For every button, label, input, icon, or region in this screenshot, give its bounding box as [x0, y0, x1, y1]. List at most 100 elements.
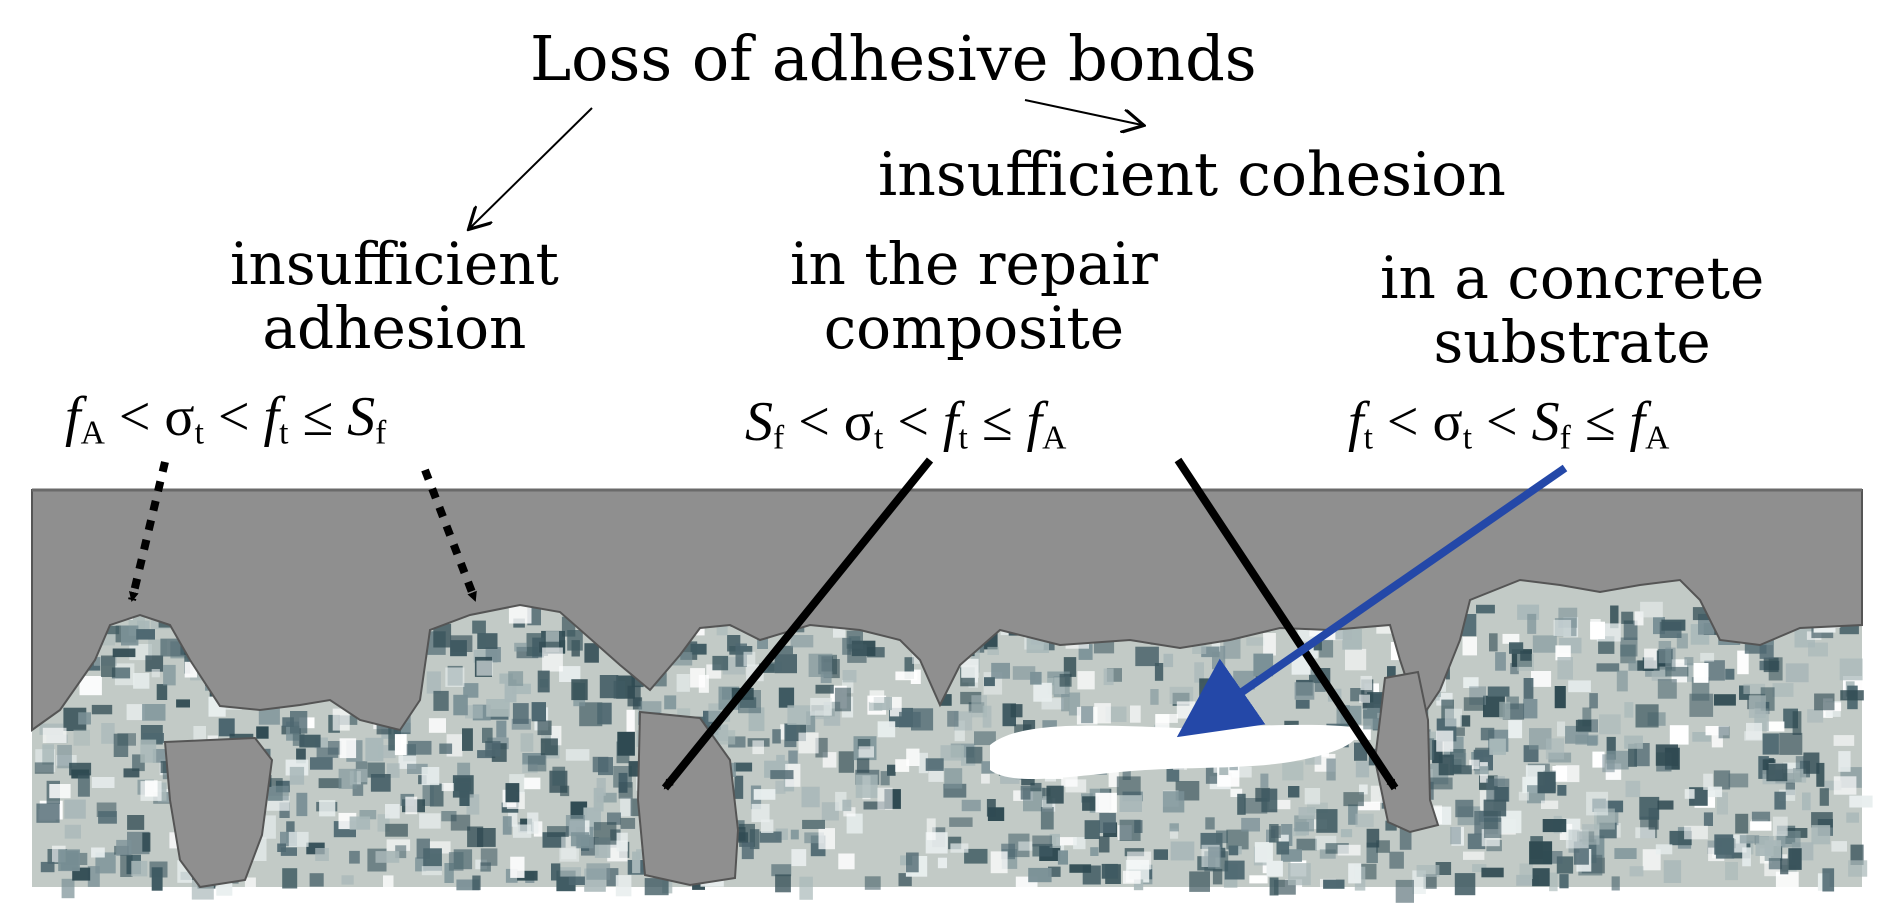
aggregate-speck — [1502, 633, 1520, 644]
aggregate-speck — [1399, 826, 1412, 850]
aggregate-speck — [584, 643, 599, 663]
aggregate-speck — [1803, 752, 1820, 774]
title-loss-of-adhesive-bonds: Loss of adhesive bonds — [530, 22, 1257, 95]
aggregate-speck — [1472, 864, 1487, 873]
aggregate-speck — [445, 667, 465, 687]
aggregate-speck — [1057, 850, 1068, 865]
aggregate-speck — [1807, 709, 1824, 723]
aggregate-speck — [1639, 796, 1660, 820]
aggregate-speck — [1450, 765, 1472, 775]
aggregate-speck — [1557, 657, 1573, 680]
aggregate-speck — [1163, 653, 1174, 668]
aggregate-speck — [386, 839, 411, 851]
aggregate-speck — [1337, 844, 1361, 856]
aggregate-speck — [1713, 694, 1736, 706]
aggregate-speck — [1541, 800, 1559, 809]
aggregate-speck — [395, 845, 407, 859]
aggregate-speck — [318, 778, 342, 789]
aggregate-speck — [1774, 791, 1786, 810]
aggregate-speck — [310, 757, 333, 770]
aggregate-speck — [596, 792, 617, 803]
aggregate-speck — [1785, 779, 1795, 796]
aggregate-speck — [1775, 871, 1799, 895]
aggregate-speck — [123, 768, 140, 778]
aggregate-speck — [1042, 787, 1051, 800]
aggregate-speck — [627, 685, 641, 707]
aggregate-speck — [842, 799, 852, 812]
aggregate-speck — [1224, 860, 1245, 880]
aggregate-speck — [990, 851, 1008, 874]
aggregate-speck — [1094, 703, 1111, 724]
aggregate-speck — [1061, 694, 1070, 712]
label-adhesion-line1: insufficient — [230, 230, 559, 298]
aggregate-speck — [918, 752, 928, 774]
aggregate-speck — [551, 863, 561, 881]
aggregate-speck — [1705, 726, 1729, 736]
aggregate-speck — [986, 799, 996, 817]
aggregate-speck — [1708, 786, 1723, 798]
aggregate-speck — [1032, 843, 1053, 857]
aggregate-speck — [1700, 652, 1715, 662]
aggregate-speck — [1568, 680, 1591, 693]
aggregate-speck — [176, 699, 190, 708]
aggregate-speck — [937, 857, 947, 869]
aggregate-speck — [121, 625, 139, 646]
aggregate-speck — [787, 705, 811, 725]
aggregate-speck — [523, 777, 541, 790]
aggregate-speck — [537, 670, 550, 693]
aggregate-speck — [42, 727, 67, 743]
aggregate-speck — [1542, 819, 1567, 833]
aggregate-speck — [1359, 694, 1370, 703]
aggregate-speck — [767, 661, 782, 672]
aggregate-speck — [1208, 846, 1222, 869]
aggregate-speck — [453, 694, 468, 716]
aggregate-speck — [419, 813, 441, 829]
aggregate-speck — [527, 812, 539, 834]
aggregate-speck — [1269, 799, 1291, 810]
aggregate-speck — [1663, 860, 1682, 883]
aggregate-speck — [644, 878, 669, 896]
aggregate-speck — [1575, 734, 1599, 745]
aggregate-speck — [499, 673, 513, 684]
aggregate-speck — [1480, 727, 1495, 741]
aggregate-speck — [1634, 611, 1644, 626]
aggregate-speck — [1510, 663, 1519, 675]
aggregate-speck — [1294, 815, 1314, 832]
aggregate-speck — [1768, 657, 1783, 681]
aggregate-speck — [1385, 820, 1397, 831]
aggregate-speck — [1205, 761, 1218, 784]
aggregate-speck — [1460, 715, 1471, 727]
aggregate-speck — [1116, 776, 1141, 796]
aggregate-speck — [450, 814, 471, 831]
aggregate-speck — [638, 701, 662, 715]
aggregate-speck — [156, 684, 168, 700]
aggregate-speck — [565, 749, 590, 761]
aggregate-speck — [1041, 698, 1064, 710]
aggregate-speck — [1520, 650, 1532, 661]
aggregate-speck — [133, 673, 150, 689]
aggregate-speck — [1030, 671, 1042, 685]
aggregate-speck — [926, 818, 936, 841]
aggregate-speck — [1518, 791, 1529, 801]
aggregate-speck — [476, 660, 493, 676]
aggregate-speck — [790, 635, 814, 648]
aggregate-speck — [370, 774, 391, 792]
aggregate-speck — [262, 815, 276, 839]
aggregate-speck — [1624, 702, 1634, 718]
aggregate-speck — [1069, 864, 1092, 873]
aggregate-speck — [1516, 874, 1540, 886]
aggregate-speck — [1307, 802, 1328, 813]
aggregate-speck — [597, 702, 612, 725]
aggregate-speck — [415, 857, 427, 872]
aggregate-speck — [716, 625, 728, 636]
aggregate-speck — [1509, 642, 1524, 654]
aggregate-speck — [1575, 719, 1592, 732]
aggregate-speck — [151, 669, 160, 678]
aggregate-speck — [73, 729, 90, 746]
aggregate-speck — [101, 723, 115, 744]
aggregate-speck — [1772, 816, 1788, 836]
aggregate-speck — [1463, 677, 1479, 688]
aggregate-speck — [1785, 663, 1809, 683]
aggregate-speck — [113, 733, 129, 757]
aggregate-speck — [1555, 645, 1571, 661]
